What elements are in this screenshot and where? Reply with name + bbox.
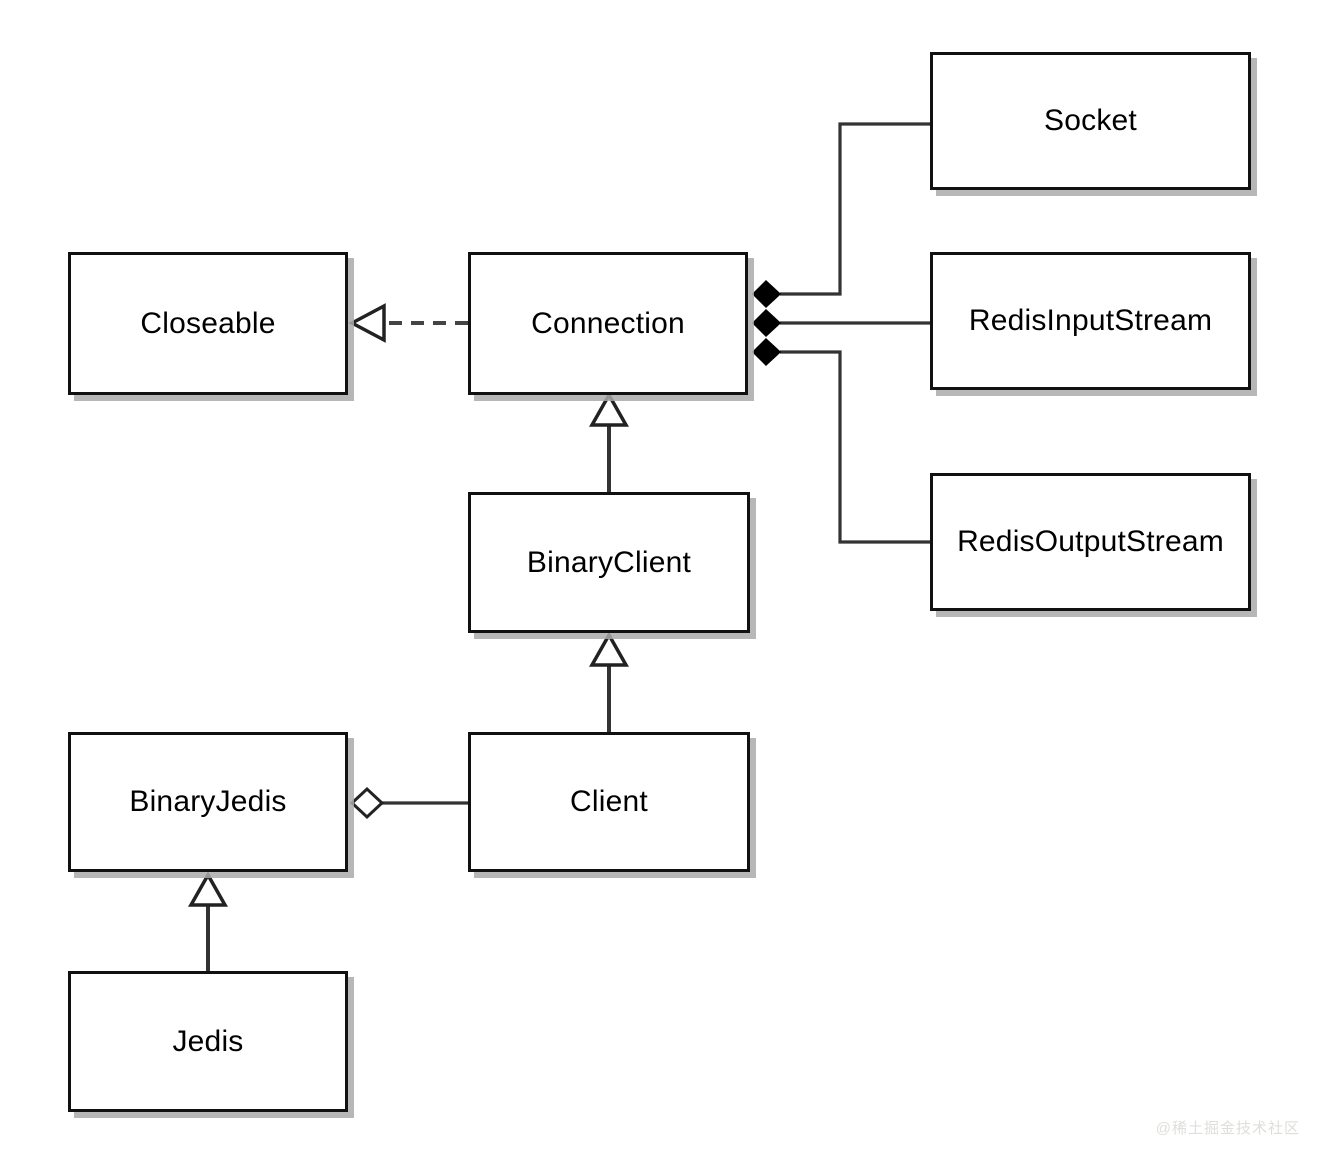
edge-binaryclient-extends-connection [588, 391, 630, 492]
class-box-binaryclient[interactable]: BinaryClient [468, 492, 750, 633]
class-name-socket: Socket [1044, 104, 1137, 137]
hollow-triangle-icon-binaryclient [588, 391, 630, 427]
class-box-redisoutputstream[interactable]: RedisOutputStream [930, 473, 1251, 611]
class-name-connection: Connection [531, 306, 685, 340]
edge-connection-realizes-closeable [348, 303, 468, 343]
hollow-triangle-icon-client [588, 631, 630, 667]
composition-line-redisoutputstream [780, 350, 930, 544]
edge-binaryjedis-aggregates-client [349, 786, 468, 820]
class-box-binaryjedis[interactable]: BinaryJedis [68, 732, 348, 872]
class-box-connection[interactable]: Connection [468, 252, 748, 395]
filled-diamond-icon-redisinputstream [751, 308, 782, 338]
composition-line-socket [780, 122, 930, 296]
class-box-jedis[interactable]: Jedis [68, 971, 348, 1112]
filled-diamond-icon-socket [751, 279, 782, 309]
edge-connection-composes-socket [751, 122, 930, 309]
hollow-diamond-icon-binaryjedis [349, 786, 385, 820]
class-name-client: Client [570, 785, 648, 818]
class-name-binaryclient: BinaryClient [526, 545, 692, 579]
class-name-redisinputstream: RedisInputStream [968, 304, 1213, 337]
edge-jedis-extends-binaryjedis [187, 871, 229, 971]
class-box-redisinputstream[interactable]: RedisInputStream [930, 252, 1251, 390]
class-box-socket[interactable]: Socket [930, 52, 1251, 190]
edge-client-extends-binaryclient [588, 631, 630, 732]
filled-diamond-icon-redisoutputstream [751, 337, 782, 367]
edge-connection-composes-redisoutputstream [751, 337, 930, 544]
class-box-client[interactable]: Client [468, 732, 750, 872]
watermark-text: @稀土掘金技术社区 [1155, 1120, 1300, 1137]
class-name-jedis: Jedis [172, 1024, 244, 1058]
hollow-triangle-icon-jedis [187, 871, 229, 907]
class-name-closeable: Closeable [140, 306, 276, 340]
class-name-redisoutputstream: RedisOutputStream [957, 525, 1224, 558]
class-name-binaryjedis: BinaryJedis [129, 785, 287, 818]
edge-connection-composes-redisinputstream [751, 308, 930, 338]
hollow-triangle-arrowhead-icon [348, 303, 386, 343]
class-box-closeable[interactable]: Closeable [68, 252, 348, 395]
